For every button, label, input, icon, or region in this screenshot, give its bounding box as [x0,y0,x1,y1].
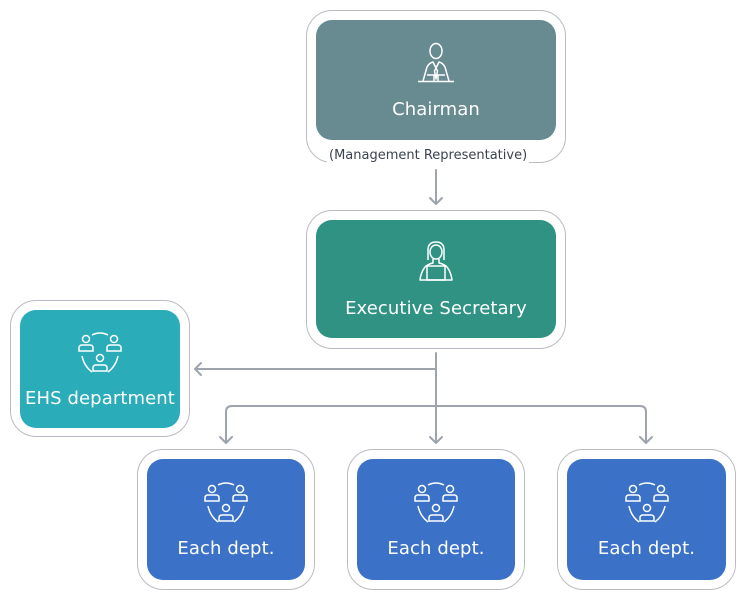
dept-label: Each dept. [597,538,696,559]
team-group-icon [78,331,122,373]
ehs-node[interactable]: EHS department [20,310,180,428]
bracket-to-depts [219,405,653,444]
dept-label: Each dept. [177,538,275,559]
arrow-chairman-to-secretary [429,169,443,205]
arrow-to-ehs [194,362,437,376]
team-group-icon [414,482,458,523]
secretary-label: Executive Secretary [345,297,527,319]
person-with-laptop-icon [419,240,453,281]
dept-label: Each dept. [387,538,485,559]
team-group-icon [624,482,669,523]
chairman-node[interactable]: Chairman [316,20,556,140]
ehs-label: EHS department [25,387,175,409]
dept-node[interactable]: Each dept. [357,459,515,580]
chairman-label: Chairman [392,98,480,120]
trunk-line [429,352,443,444]
dept-node[interactable]: Each dept. [567,459,726,580]
person-at-desk-icon [418,42,454,82]
chairman-sublabel: (Management Representative) [327,148,530,163]
dept-node[interactable]: Each dept. [147,459,305,580]
team-group-icon [204,482,248,523]
secretary-node[interactable]: Executive Secretary [316,220,556,338]
